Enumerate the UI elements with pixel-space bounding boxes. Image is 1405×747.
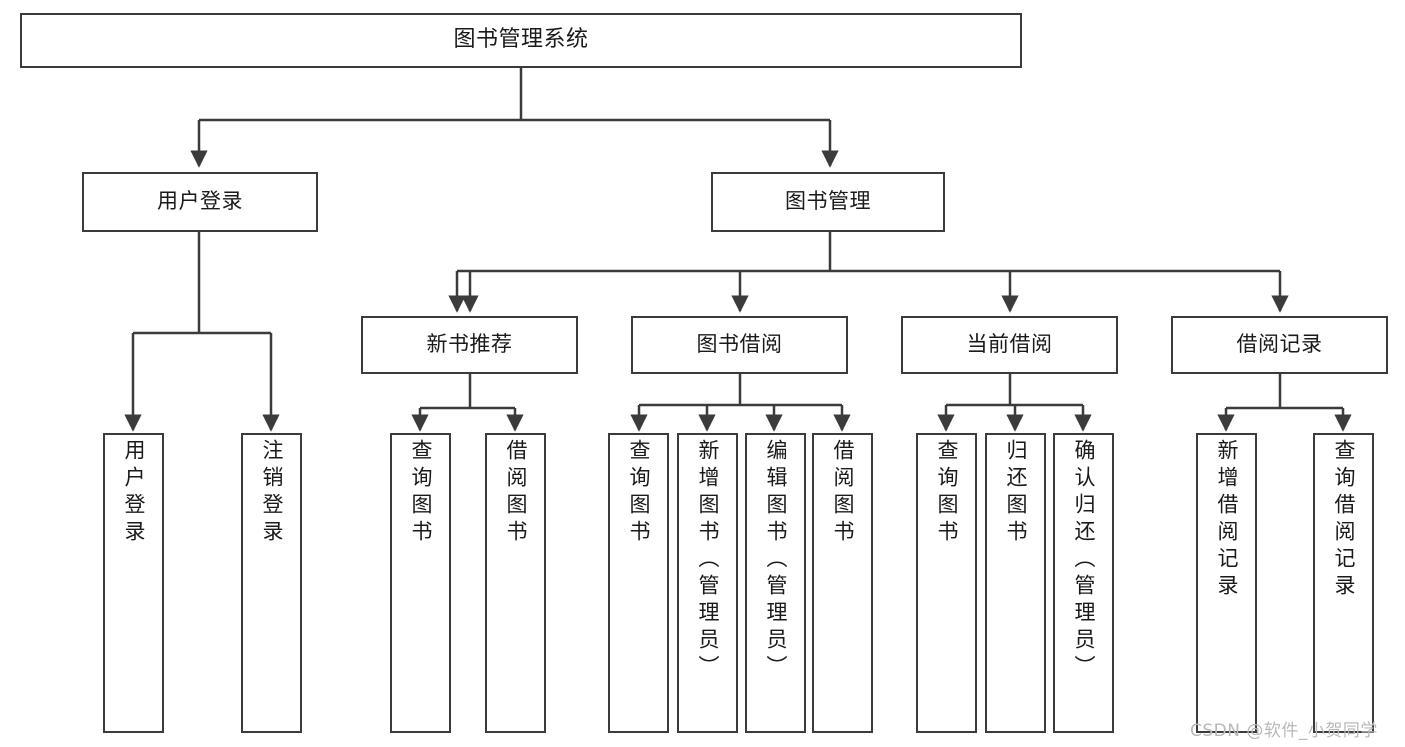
leaf-borrow-add-book-admin[interactable]: 新增图书（管理员） [677,433,738,733]
leaf-user-login[interactable]: 用户登录 [103,433,164,733]
node-label: 当前借阅 [966,332,1053,357]
node-current-borrow[interactable]: 当前借阅 [901,316,1118,374]
node-label: 新增借阅记录 [1215,439,1239,601]
node-label: 新书推荐 [426,332,513,357]
leaf-current-confirm-return-admin[interactable]: 确认归还（管理员） [1053,433,1114,733]
csdn-watermark: CSDN @软件_小贺同学 [1190,721,1378,741]
leaf-user-logout[interactable]: 注销登录 [241,433,302,733]
node-label: 查询借阅记录 [1332,439,1356,601]
leaf-record-add-record[interactable]: 新增借阅记录 [1196,433,1257,733]
node-label: 确认归还（管理员） [1072,439,1096,682]
node-borrow-record[interactable]: 借阅记录 [1171,316,1388,374]
leaf-current-query-book[interactable]: 查询图书 [916,433,977,733]
leaf-record-query-record[interactable]: 查询借阅记录 [1313,433,1374,733]
leaf-borrow-query-book[interactable]: 查询图书 [608,433,669,733]
node-root-system[interactable]: 图书管理系统 [20,13,1022,68]
leaf-recommend-query-book[interactable]: 查询图书 [390,433,451,733]
node-label: 查询图书 [627,439,651,547]
node-label: 注销登录 [260,439,284,547]
node-label: 新增图书（管理员） [696,439,720,682]
node-label: 用户登录 [122,439,146,547]
node-label: 查询图书 [935,439,959,547]
node-label: 借阅记录 [1236,332,1323,357]
leaf-borrow-edit-book-admin[interactable]: 编辑图书（管理员） [745,433,806,733]
node-new-book-recommend[interactable]: 新书推荐 [361,316,578,374]
node-label: 借阅图书 [504,439,528,547]
node-label: 归还图书 [1004,439,1028,547]
node-label: 借阅图书 [831,439,855,547]
node-book-management[interactable]: 图书管理 [711,172,945,232]
node-label: 编辑图书（管理员） [764,439,788,682]
node-user-login[interactable]: 用户登录 [82,172,318,232]
node-label: 图书管理 [785,189,871,214]
leaf-recommend-borrow-book[interactable]: 借阅图书 [485,433,546,733]
node-label: 查询图书 [409,439,433,547]
node-label: 图书管理系统 [453,27,589,53]
node-label: 图书借阅 [696,332,783,357]
leaf-borrow-borrow-book[interactable]: 借阅图书 [812,433,873,733]
node-book-borrow[interactable]: 图书借阅 [631,316,848,374]
node-label: 用户登录 [157,189,243,214]
leaf-current-return-book[interactable]: 归还图书 [985,433,1046,733]
